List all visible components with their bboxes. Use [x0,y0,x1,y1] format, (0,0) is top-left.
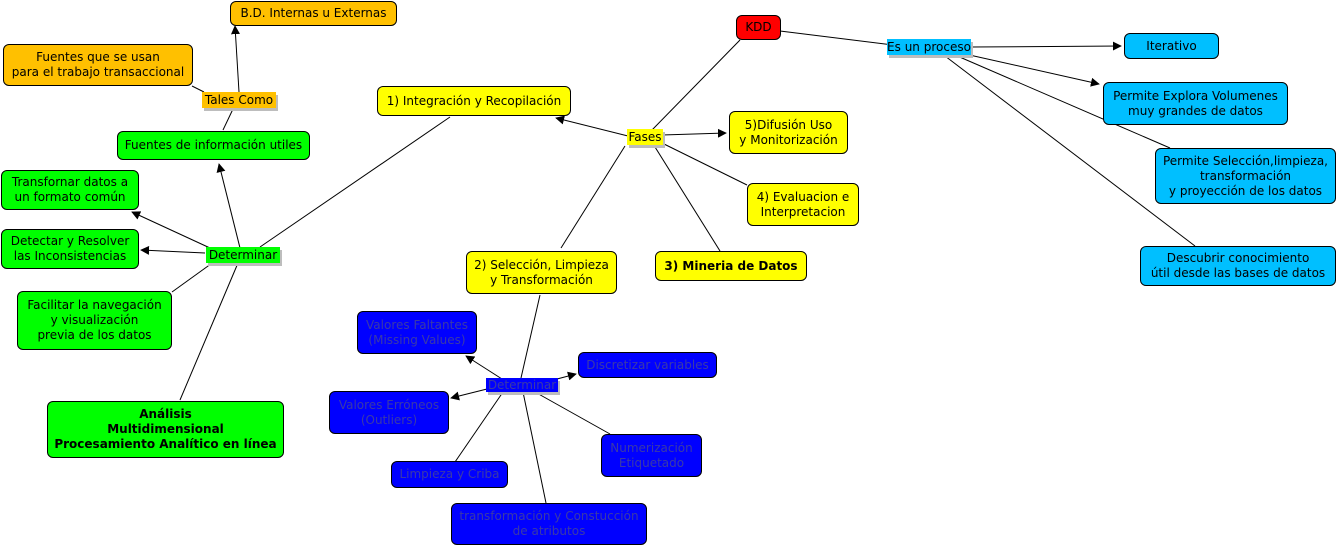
line-utiles-tales [222,108,234,131]
line-determinar-detectar [140,245,206,255]
line-kdd-fases [651,39,741,131]
determinar-label-green: Determinar [206,247,280,263]
line-determinar-discretizar [556,371,577,381]
mineria-node[interactable]: 3) Mineria de Datos [655,251,807,281]
evaluacion-node[interactable]: 4) Evaluacion e Interpretacion [747,183,859,226]
line-determinar-criba [454,391,504,463]
line-determinar-transformar [131,211,211,249]
line-integracion-determinar [259,116,451,248]
criba-node[interactable]: Limpieza y Criba [391,461,508,488]
line-tales-bd [230,25,240,93]
line-tales-fuentes [191,85,205,93]
construccion-node[interactable]: transformación y Constucción de atributo… [451,503,647,545]
descubrir-node[interactable]: Descubrir conocimiento útil desde las ba… [1140,246,1336,286]
line-proceso-explora [964,53,1100,87]
tales-como-label: Tales Como [202,92,276,108]
bd-node[interactable]: B.D. Internas u Externas [230,1,397,26]
difusion-node[interactable]: 5)Difusión Uso y Monitorización [729,111,848,154]
kdd-node[interactable]: KDD [736,15,781,40]
line-seleccion-determinar [520,294,541,379]
line-determinar-facilitar [171,260,216,293]
discretizar-node[interactable]: Discretizar variables [578,352,717,378]
line-determinar-construccion [522,391,547,504]
detectar-node[interactable]: Detectar y Resolver las Inconsistencias [1,229,139,269]
line-determinar-faltantes [465,355,503,380]
line-determinar-numerizacion [534,391,611,435]
line-fases-mineria [654,146,721,252]
line-proceso-iterativo [969,41,1122,51]
es-un-proceso-label: Es un proceso [887,39,971,55]
fuentes-transaccional-node[interactable]: Fuentes que se usan para el trabajo tran… [3,44,193,86]
line-fases-seleccion [560,145,626,249]
integracion-node[interactable]: 1) Integración y Recopilación [377,86,571,116]
seleccion-node[interactable]: 2) Selección, Limpieza y Transformación [466,251,617,294]
numerizacion-node[interactable]: Numerización Etiquetado [601,434,702,477]
line-determinar-analisis [179,262,239,401]
transformar-node[interactable]: Transfornar datos a un formato común [1,170,139,210]
fases-label: Fases [627,129,663,145]
erroneos-node[interactable]: Valores Erróneos (Outliers) [329,391,449,434]
facilitar-node[interactable]: Facilitar la navegación y visualización … [17,291,172,350]
determinar-label-blue: Determinar [486,378,558,392]
fuentes-utiles-node[interactable]: Fuentes de información utiles [117,131,310,160]
line-fases-evaluacion [663,143,748,186]
limpieza-proyeccion-node[interactable]: Permite Selección,limpieza, transformaci… [1155,148,1336,204]
analisis-node[interactable]: Análisis Multidimensional Procesamiento … [47,401,284,458]
faltantes-node[interactable]: Valores Faltantes (Missing Values) [357,311,477,354]
iterativo-node[interactable]: Iterativo [1124,33,1219,59]
line-kdd-proceso [779,30,894,46]
line-fases-difusion [661,128,727,138]
line-fases-integracion [555,115,629,137]
explora-node[interactable]: Permite Explora Volumenes muy grandes de… [1103,82,1288,125]
line-determinar-erroneos [450,388,488,401]
line-proceso-limpieza [954,54,1171,149]
line-proceso-descubrir [944,55,1196,247]
line-determinar-utiles [216,163,241,249]
